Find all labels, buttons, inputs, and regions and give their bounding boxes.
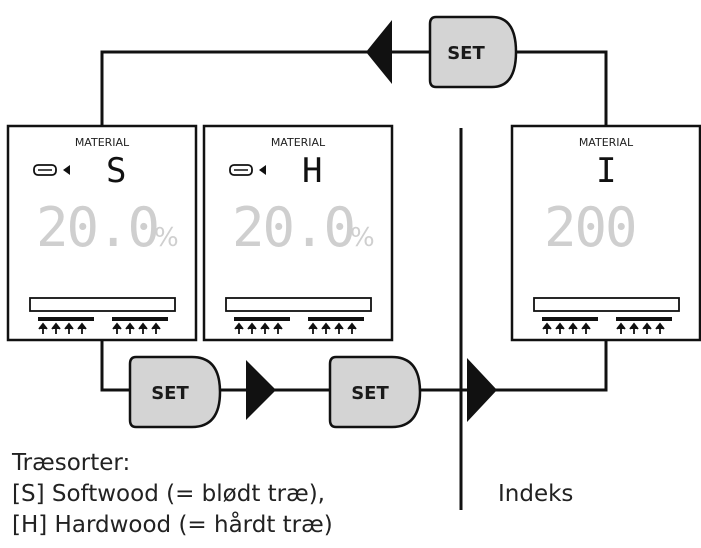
screen-header: MATERIAL <box>579 136 634 149</box>
bar-graph <box>533 297 680 312</box>
reading-unit: % <box>350 223 375 253</box>
probe-icon <box>33 164 70 176</box>
species-title: Træsorter: <box>12 450 131 476</box>
arrow-left-top <box>366 20 392 84</box>
set-button-bottom-1[interactable]: SET <box>128 355 222 429</box>
set-button-bottom-1-label: SET <box>151 383 189 404</box>
set-button-bottom-2[interactable]: SET <box>328 355 422 429</box>
scale-arrows <box>542 322 665 334</box>
reading-value: 20.0 <box>232 196 354 259</box>
reading-value: 20.0 <box>36 196 158 259</box>
reading-value: 200 <box>544 196 636 259</box>
scale-bar-left <box>38 317 94 321</box>
arrow-right-bottom-1 <box>246 360 276 420</box>
scale-bar-right <box>112 317 168 321</box>
scale-bar-right <box>308 317 364 321</box>
screen-hardwood: MATERIAL H 20.0 % <box>202 124 394 342</box>
material-symbol: H <box>302 151 322 191</box>
softwood-caption: [S] Softwood (= blødt træ), <box>12 481 325 507</box>
scale-arrows <box>38 322 161 334</box>
material-symbol: I <box>596 151 616 191</box>
scale-bar-right <box>616 317 672 321</box>
screen-header: MATERIAL <box>271 136 326 149</box>
scale-bar-left <box>542 317 598 321</box>
hardwood-caption: [H] Hardwood (= hårdt træ) <box>12 512 333 538</box>
index-caption: Indeks <box>498 481 574 507</box>
bar-graph <box>29 297 176 312</box>
probe-icon <box>229 164 266 176</box>
set-button-bottom-2-label: SET <box>351 383 389 404</box>
arrow-right-bottom-2 <box>467 358 497 422</box>
scale-arrows <box>234 322 357 334</box>
screen-softwood: MATERIAL S 20.0 % <box>6 124 198 342</box>
screen-header: MATERIAL <box>75 136 130 149</box>
screen-index: MATERIAL I 200 <box>510 124 701 342</box>
material-symbol: S <box>106 151 126 191</box>
set-button-top-label: SET <box>447 43 485 64</box>
top-return-line <box>100 50 608 128</box>
set-button-top[interactable]: SET <box>428 15 518 89</box>
reading-unit: % <box>154 223 179 253</box>
scale-bar-left <box>234 317 290 321</box>
bar-graph <box>225 297 372 312</box>
